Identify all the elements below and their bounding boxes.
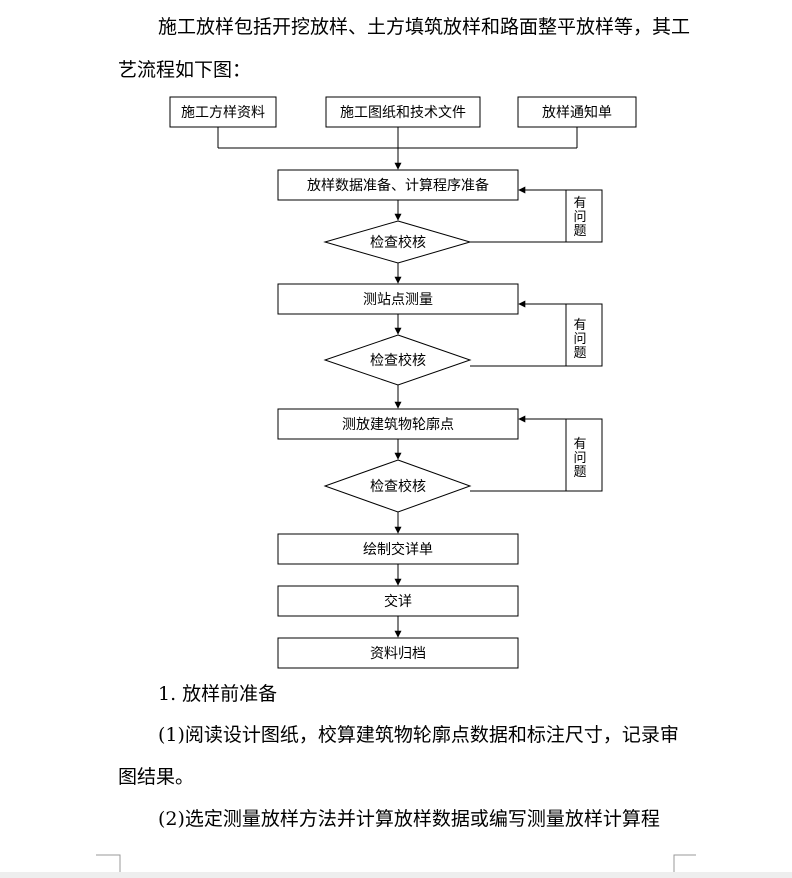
section-title-preparation: 1. 放样前准备 [158, 683, 278, 705]
feedback-box-3 [565, 418, 603, 492]
feedback-box-1 [565, 189, 603, 243]
page-corner-mark-left [96, 854, 121, 872]
feedback-box-2 [565, 303, 603, 367]
step-label-drawing: 绘制交详单 [363, 541, 433, 558]
feedback-label-1-char3: 题 [573, 224, 586, 239]
item1-line2: 图结果。 [118, 766, 195, 788]
feedback-label-3-char1: 有 [573, 437, 586, 452]
step-box-archive [277, 637, 519, 669]
step-label-station: 测站点测量 [363, 292, 433, 308]
step-label-archive: 资料归档 [370, 645, 426, 662]
decision-label-check1: 检查校核 [370, 234, 426, 251]
input-box-construction-data [169, 96, 277, 128]
feedback-label-3-char2: 问 [573, 451, 586, 466]
feedback-label-2-char2: 问 [573, 332, 586, 347]
feedback-label-2-char1: 有 [573, 318, 586, 333]
input-label-construction-data: 施工方样资料 [181, 105, 265, 121]
feedback-label-1-char1: 有 [573, 196, 586, 211]
page-bottom-strip [0, 872, 792, 878]
step-label-outline: 测放建筑物轮廓点 [342, 416, 454, 433]
decision-label-check3: 检查校核 [370, 478, 426, 495]
item1-line1: (1)阅读设计图纸，校算建筑物轮廓点数据和标注尺寸，记录审 [158, 724, 679, 746]
item2-line1: (2)选定测量放样方法并计算放样数据或编写测量放样计算程 [158, 808, 660, 830]
page-corner-mark-right [673, 854, 696, 872]
feedback-label-1-char2: 问 [573, 210, 586, 225]
intro-paragraph-line2: 艺流程如下图： [118, 59, 252, 81]
input-box-drawings-docs [325, 96, 481, 128]
input-label-layout-notice: 放样通知单 [542, 104, 612, 121]
intro-paragraph-line1: 施工放样包括开挖放样、土方填筑放样和路面整平放样等，其工 [158, 16, 691, 38]
step-label-prepare: 放样数据准备、计算程序准备 [307, 177, 489, 194]
input-label-drawings-docs: 施工图纸和技术文件 [340, 105, 466, 121]
feedback-label-3-char3: 题 [573, 465, 586, 480]
decision-label-check2: 检查校核 [370, 352, 426, 369]
feedback-label-2-char3: 题 [573, 346, 586, 361]
step-label-handover: 交详 [384, 593, 412, 610]
